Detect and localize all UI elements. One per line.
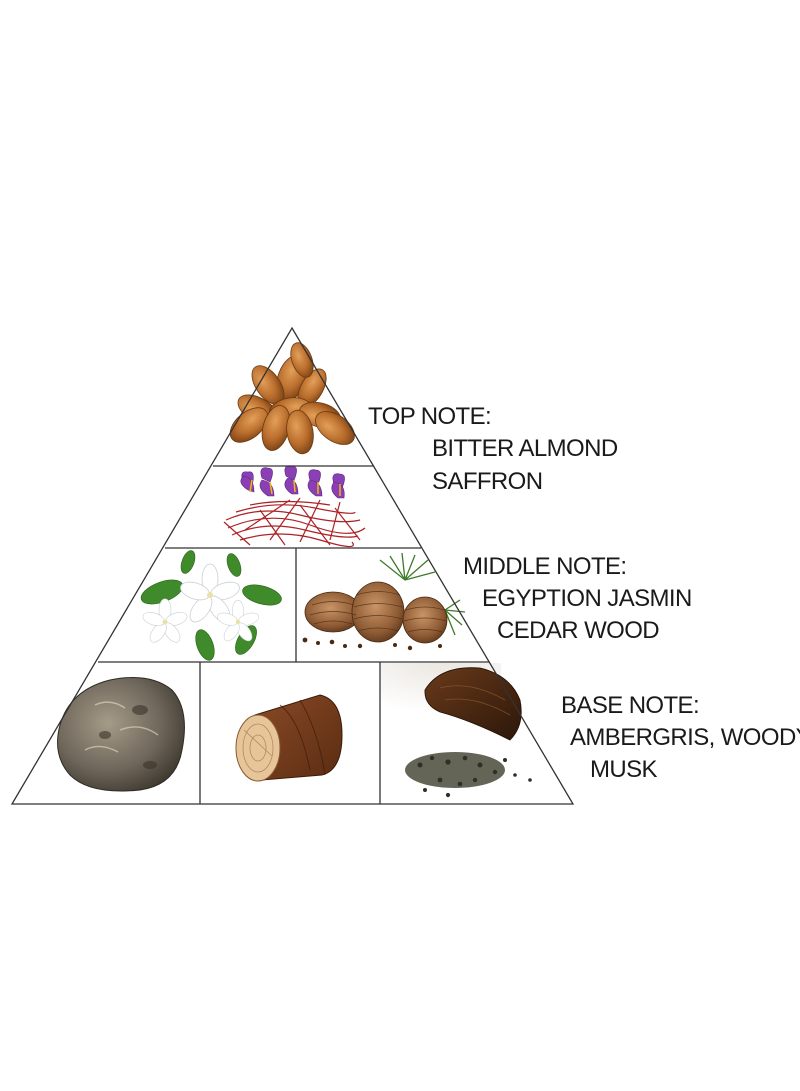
top-note-item-1: BITTER ALMOND	[432, 435, 618, 462]
top-note-heading: TOP NOTE:	[368, 403, 492, 430]
ambergris-image	[57, 677, 185, 792]
cedar-cone-image	[302, 552, 466, 651]
almond-image	[229, 342, 355, 455]
saffron-image	[223, 465, 366, 548]
pyramid-outline	[10, 326, 575, 805]
base-note-item-1: AMBERGRIS, WOODY	[570, 724, 800, 751]
middle-note-item-1: EGYPTION JASMIN	[482, 585, 692, 612]
top-note-item-2: SAFFRON	[432, 468, 543, 495]
base-note-heading: BASE NOTE:	[561, 692, 700, 719]
middle-note-item-2: CEDAR WOOD	[497, 617, 660, 644]
middle-note-heading: MIDDLE NOTE:	[463, 553, 627, 580]
base-note-item-2: MUSK	[590, 756, 658, 783]
wood-log-image	[235, 694, 343, 782]
musk-image	[381, 663, 532, 798]
jasmine-image	[140, 550, 282, 661]
